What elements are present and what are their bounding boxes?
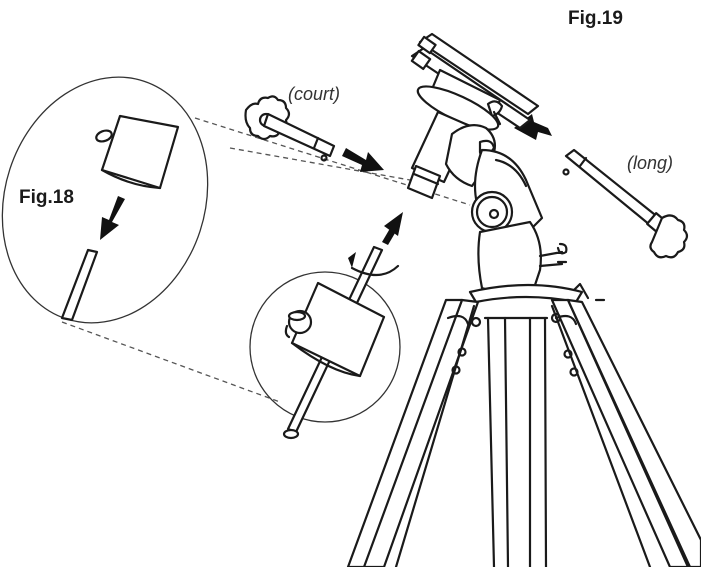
short-cable-arrow-icon (342, 148, 384, 172)
short-cable (244, 95, 384, 172)
short-cable-label: (court) (288, 84, 341, 104)
fig18-arrow-icon (100, 196, 125, 240)
fig18-label: Fig.18 (19, 187, 74, 208)
connector-line-lower (61, 321, 281, 403)
counterweight-inset (249, 212, 403, 440)
fig18-counterweight (95, 114, 180, 190)
equatorial-mount (406, 32, 584, 304)
fig19-label: Fig.19 (568, 8, 623, 29)
fig18-shaft (60, 248, 99, 322)
connector-line-upper (194, 117, 471, 206)
tripod (346, 282, 701, 567)
connector-line-mid (229, 147, 411, 181)
long-cable-arrow-icon (514, 114, 552, 140)
long-cable-label: (long) (627, 153, 674, 173)
fig18-inset (1, 76, 209, 324)
long-cable (514, 114, 689, 259)
